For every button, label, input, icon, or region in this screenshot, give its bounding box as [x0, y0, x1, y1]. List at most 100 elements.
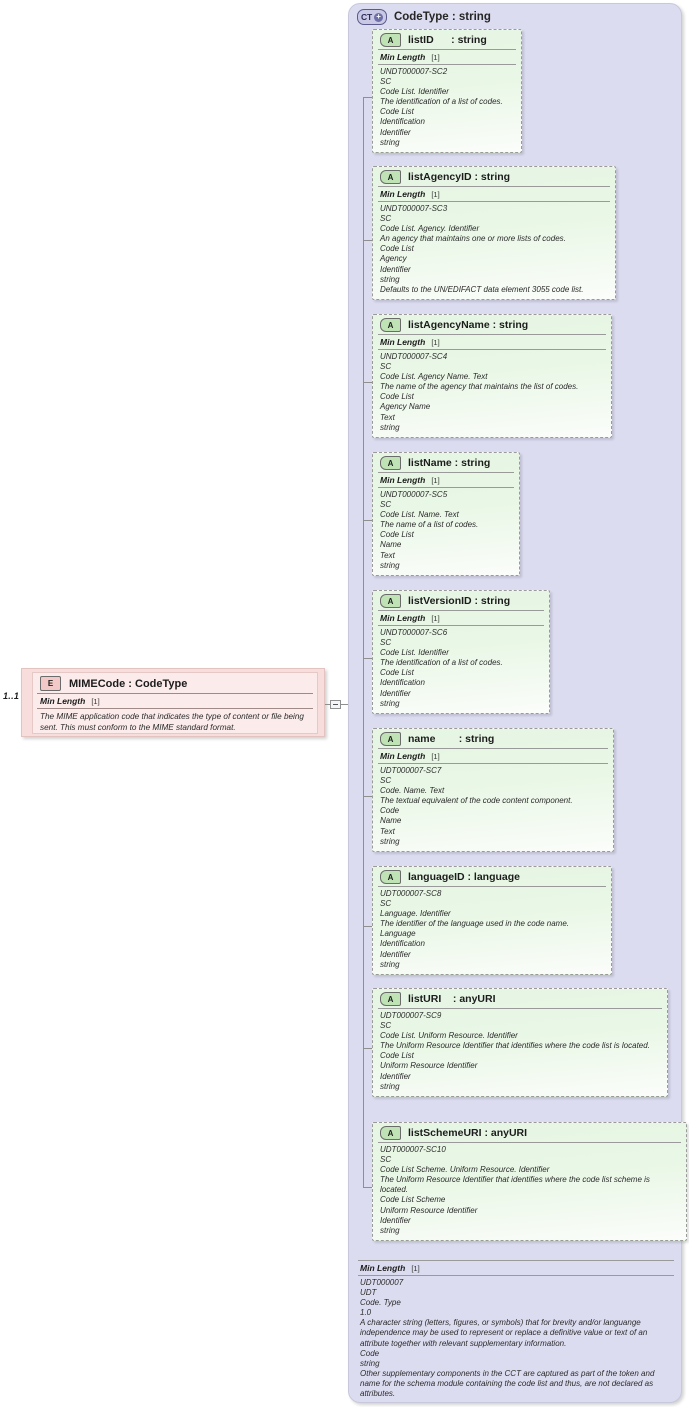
attribute-title: name : string [408, 733, 495, 745]
attribute-icon: A [380, 594, 401, 608]
detail-line: Code List [380, 107, 414, 117]
min-length-value: [1] [431, 338, 440, 347]
complex-type-icon: CT+ [357, 9, 387, 25]
detail-line: string [380, 1225, 400, 1235]
detail-line: SC [380, 899, 392, 909]
connector-stub [363, 240, 372, 241]
divider [378, 748, 608, 749]
detail-line: UNDT000007-SC5 [380, 490, 448, 499]
detail-line: UDT000007-SC9 [380, 1011, 442, 1020]
detail-line: Code List [380, 530, 414, 540]
min-length-label: Min Length [380, 337, 426, 347]
attribute-title: listName : string [408, 457, 491, 469]
detail-line: Identification [380, 678, 425, 688]
detail-line: Name [380, 816, 402, 826]
detail-line: UDT000007-SC7 [380, 766, 442, 775]
detail-line: Code List. Uniform Resource. Identifier [380, 1031, 518, 1041]
connector-stub [363, 926, 372, 927]
detail-line: The identification of a list of codes. [380, 97, 503, 107]
attribute-icon: A [380, 318, 401, 332]
detail-line: Agency Name [380, 402, 431, 412]
divider [358, 1260, 674, 1261]
detail-line: Identifier [380, 1071, 411, 1081]
detail-line: Code List. Identifier [380, 87, 449, 97]
element-header: E MIMECode : CodeType [33, 673, 317, 693]
detail-line: Code List. Identifier [380, 648, 449, 658]
cardinality-label: 1..1 [3, 691, 20, 701]
detail-line: A character string (letters, figures, or… [360, 1318, 648, 1348]
detail-line: Language. Identifier [380, 909, 451, 919]
divider [378, 349, 606, 350]
attribute-icon: A [380, 992, 401, 1006]
detail-line: Code List. Agency Name. Text [380, 372, 488, 382]
detail-line: UDT [360, 1288, 377, 1298]
element-description: The MIME application code that indicates… [40, 712, 304, 732]
complextype-header: CT+ CodeType : string [357, 8, 491, 26]
attribute-title: listAgencyName : string [408, 319, 529, 331]
min-length-value: [1] [91, 697, 100, 706]
connector-stub [363, 658, 372, 659]
element-title: MIMECode : CodeType [69, 677, 188, 690]
detail-line: Code. Type [360, 1298, 401, 1308]
connector-line [325, 704, 331, 705]
detail-line: Identifier [380, 949, 411, 959]
attribute-min-length-row: Min Length[1] [373, 473, 519, 487]
detail-line: SC [380, 362, 392, 372]
detail-line: Identifier [380, 127, 411, 137]
detail-line: The Uniform Resource Identifier that ide… [380, 1175, 650, 1195]
collapse-toggle[interactable] [330, 700, 341, 709]
detail-line: The name of the agency that maintains th… [380, 382, 579, 392]
expand-plus-icon: + [373, 12, 383, 22]
detail-line: The Uniform Resource Identifier that ide… [380, 1041, 650, 1051]
divider [378, 886, 606, 887]
divider [378, 487, 514, 488]
complextype-title: CodeType : string [393, 11, 491, 23]
divider [378, 334, 606, 335]
detail-line: Code List Scheme. Uniform Resource. Iden… [380, 1165, 550, 1175]
element-box-mimecode[interactable]: E MIMECode : CodeType Min Length [1] The… [21, 668, 325, 737]
divider [378, 186, 610, 187]
detail-line: An agency that maintains one or more lis… [380, 234, 566, 244]
detail-line: 1.0 [360, 1308, 372, 1318]
footer-min-length-row: Min Length [1] [358, 1261, 674, 1275]
min-length-label: Min Length [40, 696, 86, 706]
detail-line: UNDT000007-SC2 [380, 67, 448, 76]
detail-line: UDT000007 [360, 1278, 404, 1287]
detail-line: Code List. Agency. Identifier [380, 224, 480, 234]
detail-line: Name [380, 540, 402, 550]
divider [378, 49, 516, 50]
detail-line: Code List. Name. Text [380, 510, 459, 520]
attribute-title: listID : string [408, 34, 487, 46]
detail-line: The textual equivalent of the code conte… [380, 796, 573, 806]
attribute-min-length-row: Min Length[1] [373, 749, 613, 763]
detail-line: The name of a list of codes. [380, 520, 479, 530]
min-length-value: [1] [431, 752, 440, 761]
attribute-title: listAgencyID : string [408, 171, 511, 183]
detail-line: SC [380, 638, 392, 648]
divider [378, 201, 610, 202]
detail-line: Agency [380, 254, 407, 264]
connector-stub [363, 1187, 372, 1188]
detail-line: Text [380, 412, 395, 422]
detail-line: Identification [380, 117, 425, 127]
detail-line: string [380, 1081, 400, 1091]
